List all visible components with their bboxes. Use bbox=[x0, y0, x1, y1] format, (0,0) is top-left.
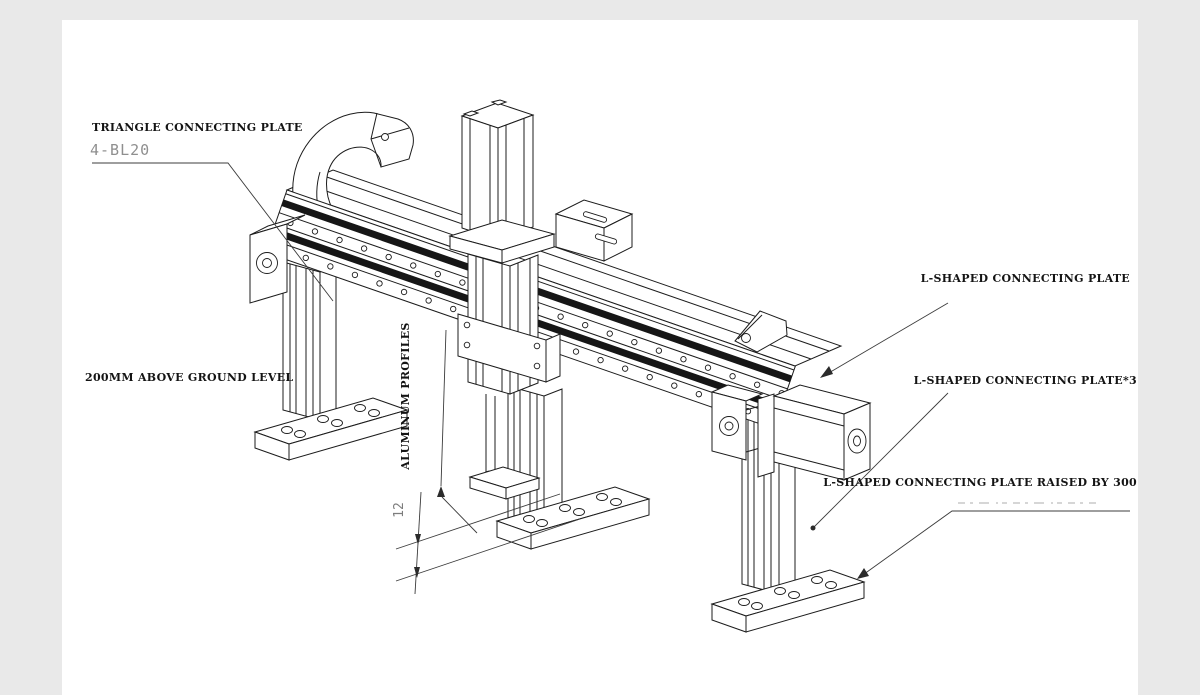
l-plate-x3-label: L-SHAPED CONNECTING PLATE*3 bbox=[914, 374, 1137, 387]
leader-l-plate-x3 bbox=[810, 392, 949, 531]
aluminum-profiles-label: ALUMINUM PROFILES bbox=[399, 322, 412, 470]
right-base-plate bbox=[710, 569, 866, 633]
x-axis-motor bbox=[757, 384, 872, 481]
z-axis-motor-flange bbox=[448, 219, 556, 264]
triangle-plate-label: TRIANGLE CONNECTING PLATE bbox=[92, 121, 303, 134]
l-plate-raised-label: L-SHAPED CONNECTING PLATE RAISED BY 300 bbox=[823, 476, 1137, 489]
dimension-12 bbox=[395, 329, 581, 595]
beam-end-plate-left bbox=[249, 214, 306, 304]
part-code-label: 4-BL20 bbox=[90, 141, 150, 159]
leader-l-plate-raised bbox=[857, 510, 1130, 579]
l-shaped-connecting-plate-part bbox=[554, 199, 634, 262]
l-plate-label: L-SHAPED CONNECTING PLATE bbox=[921, 272, 1130, 285]
end-bearing-block bbox=[710, 384, 764, 461]
z-axis-rod-and-foot bbox=[468, 394, 541, 500]
center-base-plate bbox=[495, 486, 651, 550]
z-axis-carriage bbox=[457, 313, 561, 383]
center-leg-profile bbox=[507, 385, 563, 537]
triangle-connecting-plate-part bbox=[734, 310, 788, 353]
leader-triangle-plate bbox=[92, 162, 334, 302]
leader-l-plate bbox=[820, 302, 949, 378]
left-leg-profile bbox=[282, 261, 337, 421]
left-base-plate bbox=[253, 397, 409, 461]
z-axis-motor bbox=[460, 99, 535, 241]
ground-level-label: 200MM ABOVE GROUND LEVEL bbox=[85, 371, 293, 384]
dimension-value-label: 12 bbox=[392, 502, 407, 518]
bracket-slot bbox=[582, 211, 608, 223]
bracket-slot bbox=[594, 233, 618, 245]
chain-end-hole bbox=[381, 133, 389, 141]
